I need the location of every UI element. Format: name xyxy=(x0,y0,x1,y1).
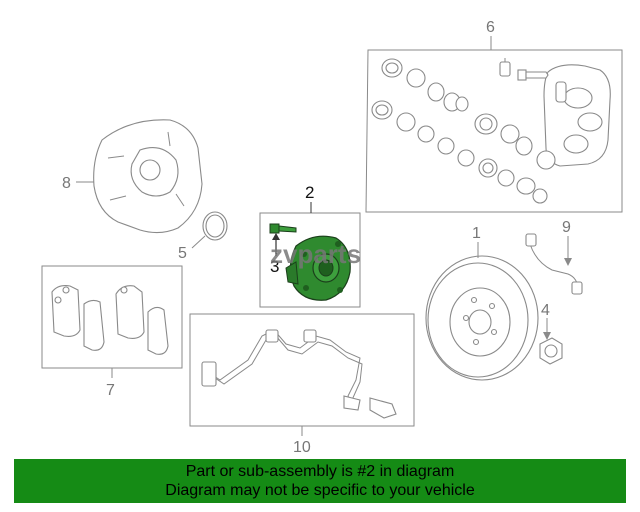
caliper-bolt xyxy=(517,69,549,81)
callout-7: 7 xyxy=(106,382,115,399)
hub-assembly-frame xyxy=(259,212,361,308)
watermark-logo: zvparts xyxy=(270,239,361,269)
dust-shield[interactable]: 8 xyxy=(62,119,203,234)
brake-pad-2 xyxy=(83,299,105,351)
bleeder-screw xyxy=(499,58,511,77)
parts-diagram: 6 xyxy=(41,19,623,456)
callout-4: 4 xyxy=(541,302,550,319)
brake-rotor[interactable]: 1 xyxy=(425,225,539,381)
callout-3: 3 xyxy=(270,257,279,276)
brake-pad-1 xyxy=(51,285,81,337)
speed-sensor-group[interactable]: 10 xyxy=(189,313,415,456)
callout-1: 1 xyxy=(472,225,481,242)
callout-9: 9 xyxy=(562,219,571,236)
banner-line-2: Diagram may not be specific to your vehi… xyxy=(165,482,475,499)
piston-row-right xyxy=(474,113,556,204)
callout-5: 5 xyxy=(178,245,187,262)
info-banner: Part or sub-assembly is #2 in diagram Di… xyxy=(14,459,626,503)
callout-10: 10 xyxy=(293,439,311,456)
callout-8: 8 xyxy=(62,175,71,192)
brake-pad-3 xyxy=(115,285,145,339)
callout-2: 2 xyxy=(305,183,314,202)
seal-row-middle xyxy=(371,100,498,178)
piston-row-top xyxy=(381,58,469,112)
brake-hose[interactable]: 9 xyxy=(525,219,583,295)
caliper-body xyxy=(543,64,611,167)
banner-line-1: Part or sub-assembly is #2 in diagram xyxy=(185,463,455,480)
snap-ring[interactable]: 5 xyxy=(178,211,228,262)
hub-bolt xyxy=(269,223,297,234)
brake-pad-4 xyxy=(147,306,169,355)
callout-6: 6 xyxy=(486,19,495,36)
hub-nut[interactable]: 4 xyxy=(539,302,563,365)
caliper-kit-frame xyxy=(365,49,623,213)
brake-pads-group[interactable]: 7 xyxy=(41,265,183,399)
caliper-kit-group[interactable]: 6 xyxy=(365,19,623,213)
hub-assembly-highlighted[interactable]: 2 3 xyxy=(259,183,361,308)
